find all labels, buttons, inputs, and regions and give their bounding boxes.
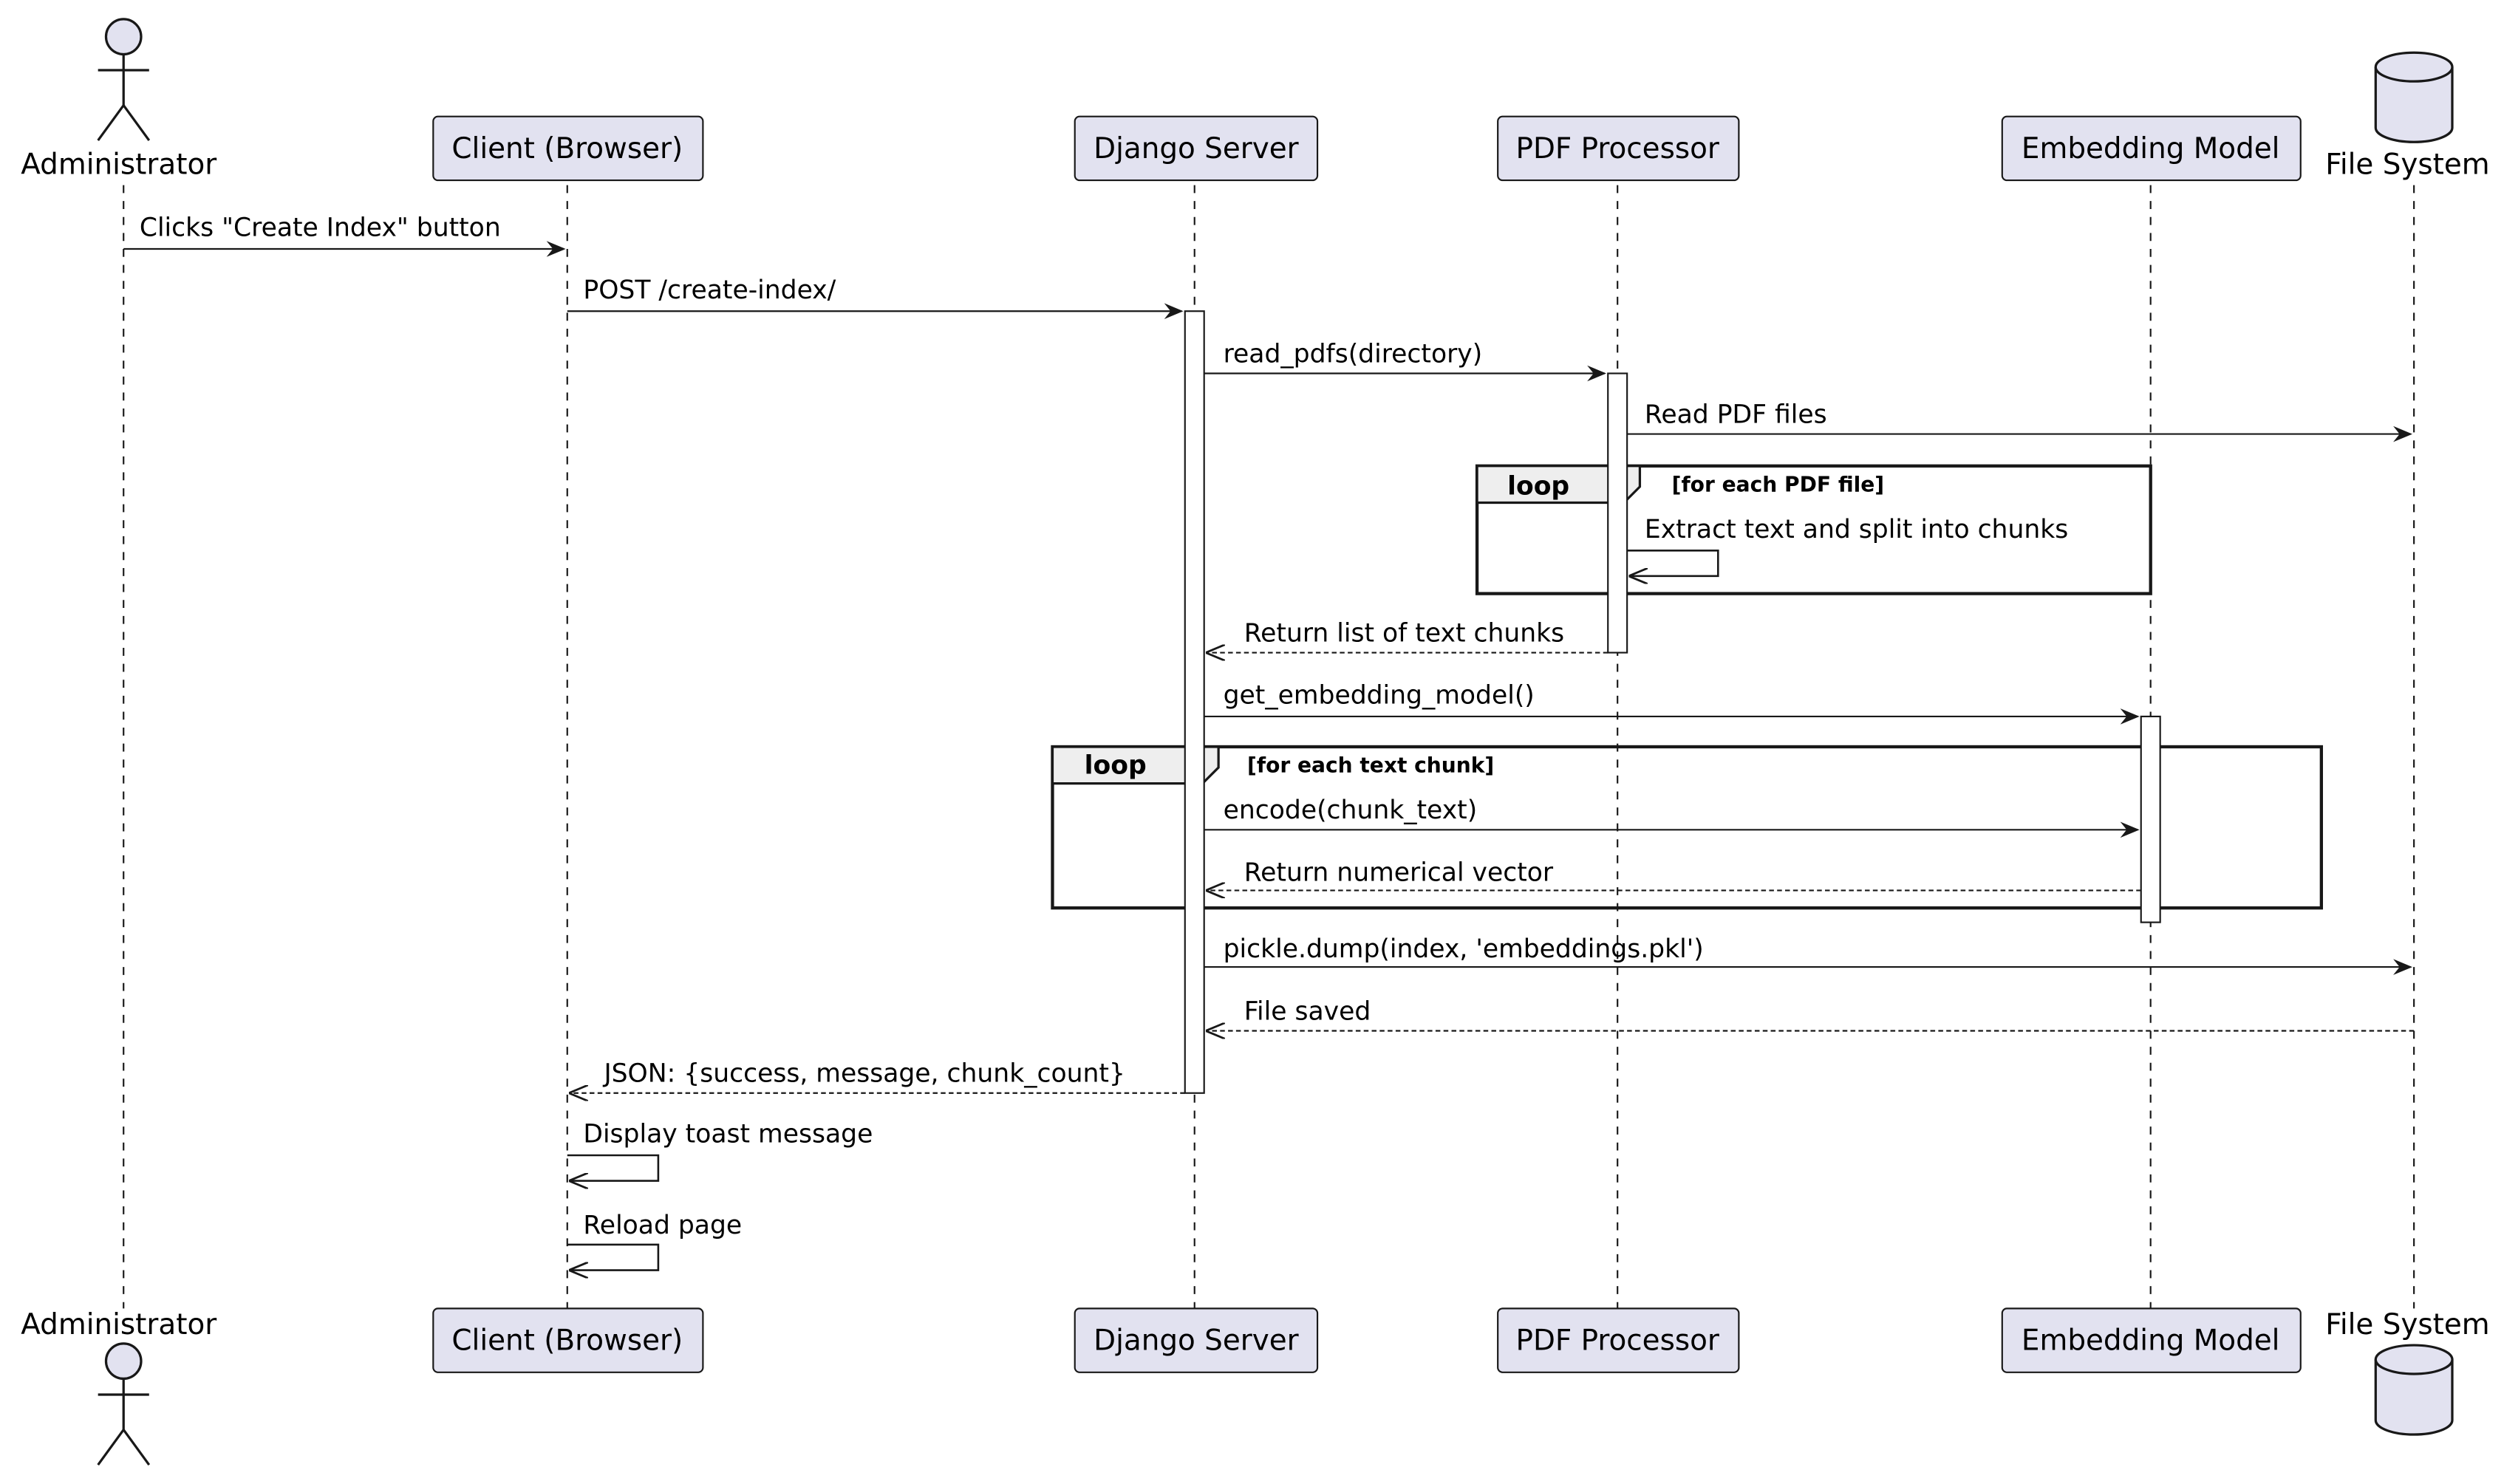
- participant-django: Django Server: [1074, 115, 1319, 182]
- message-label: Return numerical vector: [1244, 858, 1554, 887]
- participant-pdf-processor: PDF Processor: [1497, 115, 1740, 182]
- participant-file-system: File System: [2325, 1308, 2490, 1436]
- participant-client: Client (Browser): [432, 1307, 704, 1373]
- message-label: POST /create-index/: [583, 276, 836, 305]
- messages: Clicks "Create Index" button POST /creat…: [123, 213, 2415, 1271]
- participant-file-system: File System: [2325, 51, 2490, 181]
- participants-bottom: Administrator Client (Browser) Django Se…: [21, 1307, 2490, 1466]
- actor-icon: [97, 18, 151, 142]
- database-icon: [2374, 51, 2454, 143]
- participant-label: Embedding Model: [2022, 1324, 2280, 1358]
- message-label: Reload page: [583, 1211, 742, 1240]
- actor-icon: [97, 1342, 151, 1466]
- activation-pdf-processor: [1607, 372, 1628, 654]
- message-label: get_embedding_model(): [1224, 681, 1535, 711]
- participant-label: Client (Browser): [451, 132, 683, 165]
- message-label: JSON: {success, message, chunk_count}: [602, 1059, 1125, 1089]
- message-label: pickle.dump(index, 'embeddings.pkl'): [1224, 934, 1704, 964]
- self-message-arrow: [567, 1154, 660, 1181]
- participant-label: Administrator: [21, 148, 216, 181]
- participant-label: PDF Processor: [1516, 1324, 1719, 1358]
- participant-administrator: Administrator: [21, 1308, 216, 1466]
- participant-label: PDF Processor: [1516, 132, 1719, 165]
- participant-administrator: Administrator: [21, 18, 216, 181]
- message-label: Display toast message: [583, 1120, 873, 1149]
- message-label: Return list of text chunks: [1244, 618, 1564, 648]
- message-label: Extract text and split into chunks: [1645, 515, 2068, 544]
- message-label: encode(chunk_text): [1224, 796, 1478, 825]
- loop-condition: [for each PDF file]: [1672, 472, 1885, 496]
- activation-embedding-model: [2140, 715, 2161, 923]
- participant-label: Embedding Model: [2022, 132, 2280, 165]
- loop-keyword: loop: [1085, 751, 1147, 781]
- loop-keyword: loop: [1507, 472, 1569, 502]
- message-label: read_pdfs(directory): [1224, 339, 1483, 369]
- participant-embedding-model: Embedding Model: [2001, 1307, 2302, 1373]
- participant-label: Administrator: [21, 1308, 216, 1341]
- participant-label: Django Server: [1094, 1324, 1299, 1358]
- participant-label: Client (Browser): [451, 1324, 683, 1358]
- message-label: Read PDF files: [1645, 400, 1827, 429]
- participant-label: File System: [2325, 148, 2489, 181]
- participant-django: Django Server: [1074, 1307, 1319, 1373]
- message-label: File saved: [1244, 996, 1371, 1026]
- loop-condition: [for each text chunk]: [1247, 753, 1494, 778]
- participant-label: File System: [2325, 1308, 2489, 1341]
- self-message-arrow: [1627, 549, 1719, 576]
- activation-bars: [1184, 310, 2161, 1094]
- self-message-arrow: [567, 1243, 660, 1271]
- database-icon: [2374, 1344, 2454, 1436]
- participant-embedding-model: Embedding Model: [2001, 115, 2302, 182]
- activation-django: [1184, 310, 1205, 1094]
- participant-client: Client (Browser): [432, 115, 704, 182]
- participant-pdf-processor: PDF Processor: [1497, 1307, 1740, 1373]
- message-label: Clicks "Create Index" button: [140, 213, 501, 243]
- loop-fragment-text-chunks: loop [for each text chunk]: [1051, 745, 2324, 910]
- participants-top: Administrator Client (Browser) Django Se…: [21, 18, 2490, 182]
- participant-label: Django Server: [1094, 132, 1299, 165]
